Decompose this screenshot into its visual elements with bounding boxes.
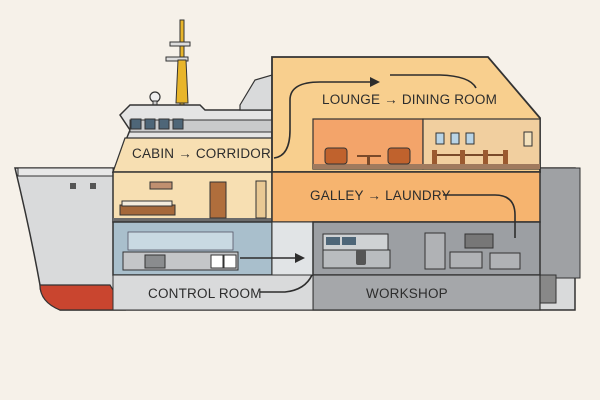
label-galley-laundry: GALLEY → LAUNDRY <box>310 188 451 203</box>
mast <box>165 19 191 106</box>
arrow-head-icon <box>295 253 305 263</box>
control-workshop-room <box>312 221 541 311</box>
arrow-head-icon <box>370 77 380 87</box>
label-workshop: WORKSHOP <box>366 286 448 301</box>
cabin-deck <box>112 171 273 223</box>
arrow-control-to-workshop <box>260 274 313 293</box>
passage <box>271 221 314 276</box>
flow-arrows <box>240 74 516 293</box>
label-cabin-corridor: CABIN → CORRIDOR <box>132 146 271 161</box>
label-control-room: CONTROL ROOM <box>148 286 262 301</box>
radar-dome <box>149 91 161 106</box>
lounge-dining-deck <box>271 56 541 173</box>
arrow-galley-to-workshop <box>443 194 516 238</box>
kitchen-laundry-room <box>112 221 273 276</box>
arrow-cabin-to-lounge <box>273 81 370 159</box>
galley-laundry-deck <box>271 171 541 223</box>
bridge <box>111 74 273 173</box>
arrow-lounge-line <box>390 74 477 89</box>
label-lounge-dining: LOUNGE → DINING ROOM <box>322 92 497 107</box>
